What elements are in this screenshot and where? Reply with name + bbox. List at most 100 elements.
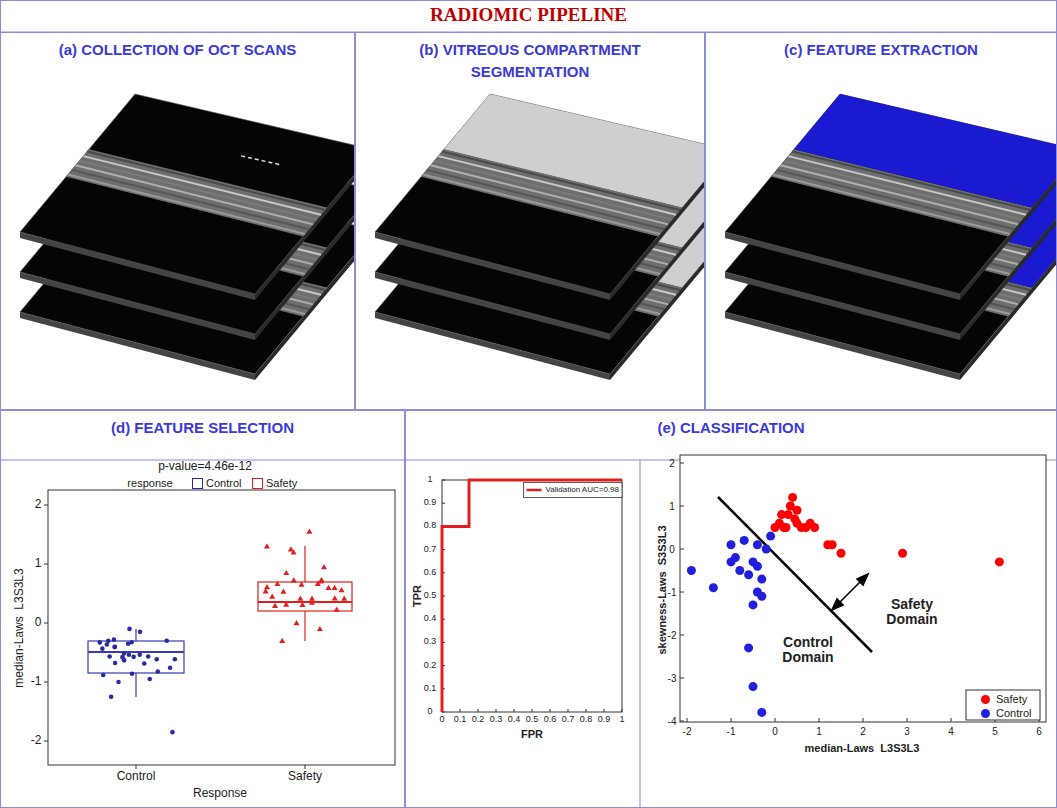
oct-scan [375, 94, 704, 294]
axis-label: 0.6 [424, 568, 437, 578]
legend-text: Safety [266, 477, 297, 489]
axis-label: 0.4 [508, 715, 521, 725]
axis-label: 0.2 [424, 661, 437, 671]
legend-swatch [192, 478, 203, 489]
data-point [98, 640, 103, 645]
data-point [762, 545, 771, 554]
data-point [131, 655, 136, 660]
drawn-stroke [442, 503, 445, 504]
drawn-stroke [496, 709, 497, 712]
data-point [995, 557, 1004, 566]
drawn-stroke [680, 463, 684, 464]
axis-label: Safety [288, 770, 322, 783]
axis-label: 1 [35, 557, 42, 570]
data-point [127, 652, 132, 657]
data-point [154, 657, 159, 662]
legend-text: Control [206, 477, 241, 489]
data-point [790, 514, 799, 523]
data-point [299, 582, 305, 587]
axis-label: Safety Domain [882, 597, 942, 628]
data-point [137, 652, 142, 657]
data-point [168, 665, 173, 670]
drawn-stroke [680, 721, 684, 722]
drawn-stroke [731, 718, 732, 722]
data-point [130, 671, 135, 676]
panel-box: (a) COLLECTION OF OCT SCANS [0, 32, 355, 410]
data-point [113, 644, 118, 649]
axis-label: Control Domain [776, 635, 840, 666]
data-point [283, 602, 289, 607]
data-point [146, 654, 151, 659]
axis-label: -1 [727, 726, 736, 737]
floater [241, 156, 281, 165]
axis-label: -1 [31, 675, 42, 688]
drawn-stroke [460, 709, 461, 712]
axis-label: Response [193, 787, 247, 800]
data-point [782, 523, 791, 532]
panel-box: (c) FEATURE EXTRACTION [705, 32, 1057, 410]
legend-box [524, 483, 622, 498]
data-point [100, 646, 105, 651]
data-point [126, 642, 131, 647]
drawn-stroke [83, 156, 321, 215]
axis-label: 1 [816, 726, 822, 737]
drawn-stroke [550, 709, 551, 712]
drawn-stroke [819, 718, 820, 722]
axis-label: skewness-Laws S3S3L3 [656, 525, 668, 654]
data-point [280, 589, 286, 594]
axis-label: 2 [35, 498, 42, 511]
axis-label: -2 [668, 630, 677, 641]
data-point [116, 680, 121, 685]
data-point [334, 607, 340, 612]
axis-label: median-Laws L3S3L3 [13, 568, 26, 687]
drawn-stroke [478, 709, 479, 712]
drawn-stroke [680, 678, 684, 679]
drawn-stroke [586, 709, 587, 712]
axis-label: p-value=4.46e-12 [158, 460, 252, 473]
data-point [757, 592, 766, 601]
axis-label: 3 [904, 726, 910, 737]
data-point [709, 583, 718, 592]
drawn-stroke [76, 165, 313, 224]
axis-label: 2 [860, 726, 866, 737]
axis-label: 0.8 [424, 521, 437, 531]
data-point [272, 603, 278, 608]
axis-label: 1 [427, 475, 432, 485]
panel-box: (e) CLASSIFICATION [405, 410, 1057, 808]
axis-label: 0.5 [526, 715, 539, 725]
data-point [105, 642, 110, 647]
data-point [283, 570, 289, 575]
drawn-stroke [951, 718, 952, 722]
data-point [170, 730, 175, 735]
axis-label: -3 [668, 673, 677, 684]
axis-label: -2 [683, 726, 692, 737]
axis-label: TPR [411, 585, 423, 607]
data-point [321, 564, 327, 569]
data-point [112, 645, 117, 650]
axis-label: 0 [427, 707, 432, 717]
axis-label: 0.1 [424, 684, 437, 694]
data-point [127, 627, 132, 632]
drawn-stroke [79, 161, 317, 220]
drawn-stroke [907, 718, 908, 722]
axis-label: 0.1 [454, 715, 467, 725]
data-point [122, 651, 127, 656]
data-point [749, 600, 758, 609]
drawn-stroke [687, 718, 688, 722]
axis-label: 0 [772, 726, 778, 737]
data-point [788, 493, 797, 502]
data-point [297, 596, 303, 601]
axis-label: Control [117, 770, 156, 783]
axis-label: 0.2 [472, 715, 485, 725]
axis-label: 0.9 [598, 715, 611, 725]
data-point [898, 549, 907, 558]
axis-label: 0.7 [424, 545, 437, 555]
axis-label: 0 [669, 544, 675, 555]
data-point [339, 587, 345, 592]
data-point [109, 694, 114, 699]
axis-label: response [127, 477, 172, 489]
axis-label: median-Laws L3S3L3 [805, 742, 920, 754]
figure-title: RADIOMIC PIPELINE [0, 4, 1057, 26]
axis-label: 0.9 [424, 498, 437, 508]
data-point [744, 643, 753, 652]
